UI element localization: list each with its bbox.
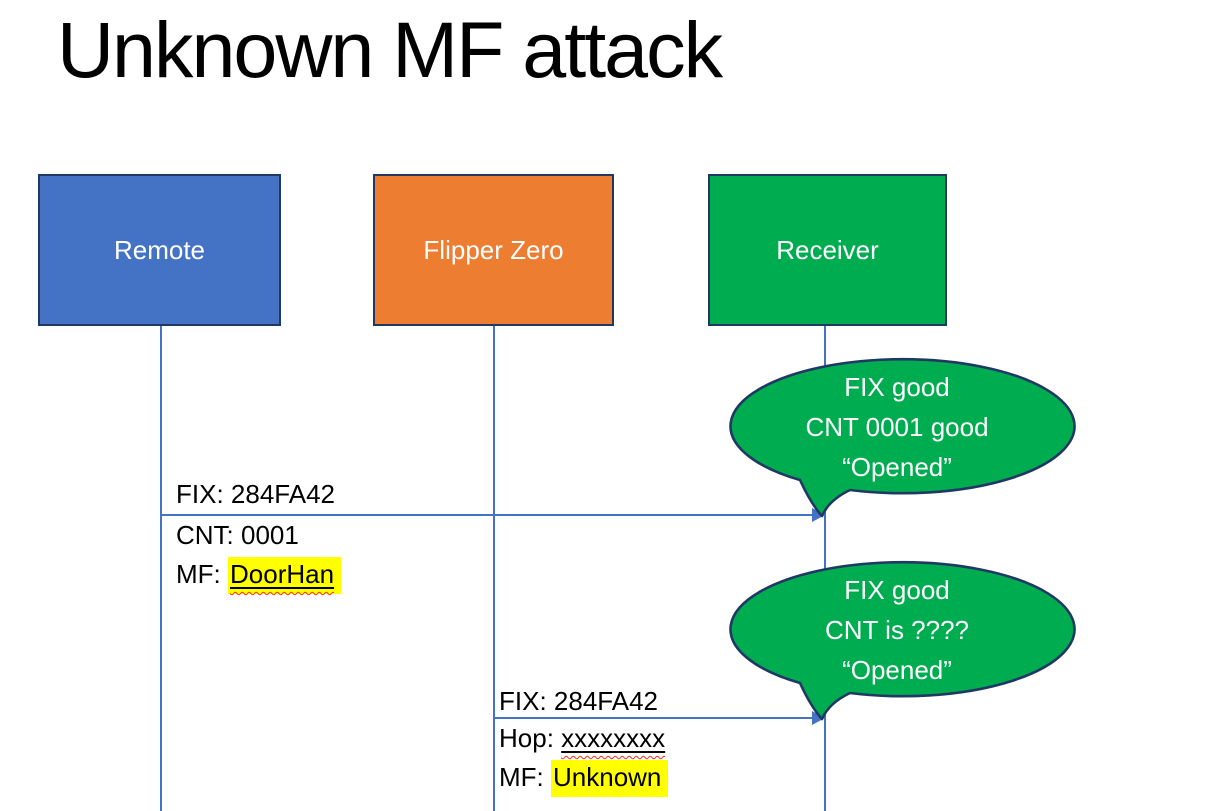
message2-fix-label: FIX: 284FA42 bbox=[499, 686, 658, 716]
message2-mf-value: Unknown bbox=[553, 762, 662, 792]
speech-bubble-1 bbox=[729, 357, 1076, 518]
actor-box-remote: Remote bbox=[38, 174, 281, 326]
speech-bubble-1-text: FIX good CNT 0001 good “Opened” bbox=[725, 367, 1069, 487]
lifeline-remote bbox=[160, 326, 162, 811]
message2-mf-prefix: MF: bbox=[499, 762, 551, 792]
message2-hop-prefix: Hop: bbox=[499, 723, 562, 753]
actor-label-receiver: Receiver bbox=[776, 234, 879, 265]
message2-mf-label: MF: Unknown bbox=[499, 760, 669, 797]
message2-mf-highlight: Unknown bbox=[551, 760, 669, 797]
message-arrow-2 bbox=[494, 717, 813, 719]
bubble2-line3: “Opened” bbox=[842, 655, 952, 685]
message1-mf-label: MF: DoorHan bbox=[176, 557, 342, 594]
message2-hop-label: Hop: xxxxxxxx bbox=[499, 721, 665, 755]
bubble2-line2: CNT is ???? bbox=[824, 615, 970, 645]
bubble2-line1: FIX good bbox=[844, 575, 950, 605]
slide-title: Unknown MF attack bbox=[57, 5, 723, 94]
actor-box-flipper-zero: Flipper Zero bbox=[373, 174, 614, 326]
bubble1-line1: FIX good bbox=[844, 372, 950, 402]
lifeline-flipper-zero bbox=[493, 326, 495, 811]
message-arrow-1 bbox=[161, 514, 813, 516]
message1-cnt-label: CNT: 0001 bbox=[176, 520, 299, 550]
message1-mf-value: DoorHan bbox=[230, 559, 335, 589]
actor-box-receiver: Receiver bbox=[708, 174, 947, 326]
speech-bubble-2-shape bbox=[729, 560, 1076, 721]
message1-fix-label: FIX: 284FA42 bbox=[176, 479, 335, 509]
message1-mf-highlight: DoorHan bbox=[228, 557, 342, 594]
bubble1-line3: “Opened” bbox=[842, 452, 952, 482]
actor-label-flipper-zero: Flipper Zero bbox=[423, 234, 564, 265]
speech-bubble-2-text: FIX good CNT is ???? “Opened” bbox=[725, 570, 1069, 690]
speech-bubble-1-shape bbox=[729, 357, 1076, 518]
speech-bubble-2 bbox=[729, 560, 1076, 721]
message1-mf-prefix: MF: bbox=[176, 559, 228, 589]
bubble1-line2: CNT 0001 good bbox=[805, 412, 989, 442]
actor-label-remote: Remote bbox=[113, 234, 206, 265]
message2-hop-value: xxxxxxxx bbox=[561, 723, 666, 753]
